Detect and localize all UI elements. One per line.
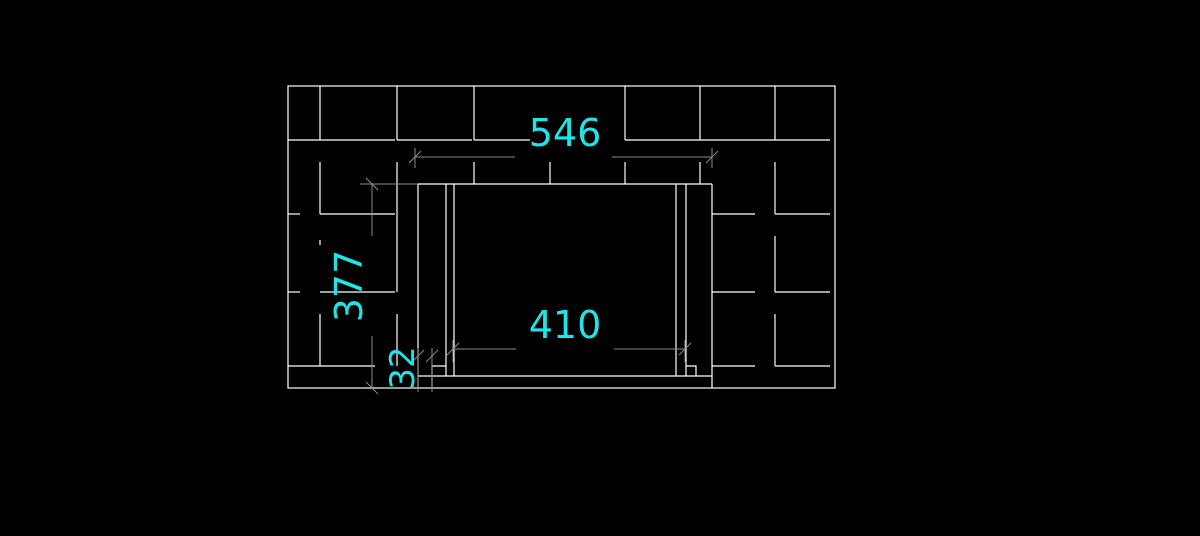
dim-height-text: 377: [327, 250, 371, 323]
dimension-texts: 546 410 377 32: [327, 111, 601, 390]
dim-top-width-text: 546: [529, 111, 602, 155]
firebox-opening: [417, 183, 713, 388]
dim-offset-text: 32: [383, 346, 423, 389]
brick-courses: [288, 139, 830, 367]
dim-377-line: [360, 177, 418, 395]
wall-geometry: [287, 85, 836, 389]
dim-546-line: [408, 148, 719, 168]
dim-inner-width-text: 410: [529, 303, 602, 347]
brick-joints: [319, 86, 776, 366]
outer-frame: [287, 85, 836, 389]
dim-410-line: [446, 340, 692, 362]
dimension-lines: [360, 148, 719, 395]
dim-32-line: [411, 348, 439, 392]
